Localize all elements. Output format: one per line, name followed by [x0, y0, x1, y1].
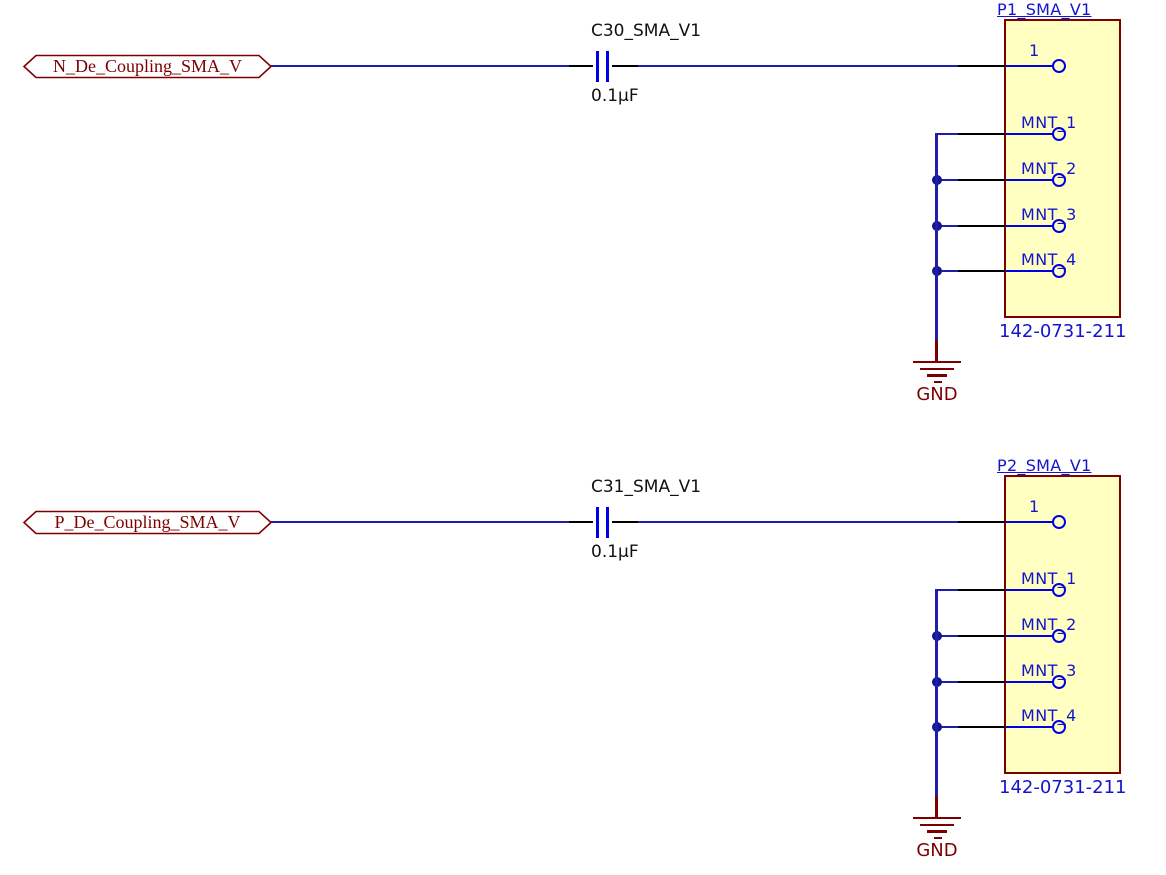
connector-designator: P1_SMA_V1	[997, 0, 1092, 19]
mnt-3-line	[1006, 680, 1055, 684]
mnt-3-line	[1006, 224, 1055, 228]
connector-designator: P2_SMA_V1	[997, 456, 1092, 475]
mnt-1-terminal-circle	[1052, 583, 1066, 597]
ground-bar-3	[927, 830, 947, 833]
mnt-2-label: MNT_2	[1021, 615, 1077, 634]
capacitor-value: 0.1µF	[591, 542, 639, 562]
ground-bar-3	[927, 374, 947, 377]
mnt-3-terminal-circle	[1052, 219, 1066, 233]
ground-bar-1	[913, 360, 961, 364]
mnt-4-line	[1006, 269, 1055, 273]
mnt-4-lead	[958, 725, 1005, 729]
mnt-3-wire-stub	[935, 224, 959, 228]
capacitor-designator: C31_SMA_V1	[591, 477, 702, 497]
capacitor-lead-left[interactable]	[569, 64, 593, 68]
mnt-2-line	[1006, 634, 1055, 638]
mnt-2-terminal-circle	[1052, 629, 1066, 643]
mnt-3-terminal-circle	[1052, 675, 1066, 689]
ground-label: GND	[916, 840, 958, 861]
pin-1-lead	[958, 64, 1005, 68]
connector-part-number: 142-0731-211	[999, 321, 1127, 342]
mnt-1-terminal-circle	[1052, 127, 1066, 141]
ground-bus-wire[interactable]	[935, 589, 938, 796]
schematic-section-p: P_De_Coupling_SMA_V C31_SMA_V1 0.1µF P2_…	[0, 456, 1166, 875]
net-port-symbol[interactable]: P_De_Coupling_SMA_V	[22, 510, 273, 535]
mnt-1-wire-stub	[935, 132, 959, 136]
mnt-2-wire-stub	[935, 178, 959, 182]
mnt-1-line	[1006, 588, 1055, 592]
mnt-2-label: MNT_2	[1021, 159, 1077, 178]
capacitor-value: 0.1µF	[591, 86, 639, 106]
pin-1-lead	[958, 520, 1005, 524]
ground-bus-wire[interactable]	[935, 133, 938, 340]
ground-bar-4	[933, 836, 942, 840]
ground-bar-1	[913, 816, 961, 820]
mnt-4-label: MNT_4	[1021, 250, 1077, 269]
ground-bar-2	[920, 367, 954, 371]
pin-1-label: 1	[1029, 41, 1040, 60]
mnt-1-lead	[958, 132, 1005, 136]
ground-symbol-stem	[935, 796, 938, 817]
mnt-2-lead	[958, 634, 1005, 638]
mnt-2-line	[1006, 178, 1055, 182]
mnt-4-line	[1006, 725, 1055, 729]
mnt-2-terminal-circle	[1052, 173, 1066, 187]
mnt-1-wire-stub	[935, 588, 959, 592]
mnt-4-wire-stub	[935, 269, 959, 273]
net-port-label: P_De_Coupling_SMA_V	[54, 512, 241, 532]
capacitor-lead-right[interactable]	[612, 520, 639, 524]
mnt-3-lead	[958, 680, 1005, 684]
mnt-3-label: MNT_3	[1021, 661, 1077, 680]
mnt-1-line	[1006, 132, 1055, 136]
pin-1-terminal-circle	[1052, 59, 1066, 73]
mnt-3-wire-stub	[935, 680, 959, 684]
pin-1-terminal-circle	[1052, 515, 1066, 529]
net-port-symbol[interactable]: N_De_Coupling_SMA_V	[22, 54, 273, 79]
mnt-4-lead	[958, 269, 1005, 273]
mnt-4-terminal-circle	[1052, 264, 1066, 278]
capacitor-lead-left[interactable]	[569, 520, 593, 524]
wire-capacitor-to-connector[interactable]	[638, 520, 958, 524]
connector-part-number: 142-0731-211	[999, 777, 1127, 798]
capacitor-plate-right	[606, 507, 609, 538]
ground-bar-4	[933, 380, 942, 384]
capacitor-plate-left	[596, 51, 599, 82]
net-port-label: N_De_Coupling_SMA_V	[52, 56, 242, 76]
pin-1-label: 1	[1029, 497, 1040, 516]
wire-capacitor-to-connector[interactable]	[638, 64, 958, 68]
schematic-section-n: N_De_Coupling_SMA_V C30_SMA_V1 0.1µF P1_…	[0, 0, 1166, 420]
mnt-2-wire-stub	[935, 634, 959, 638]
wire-port-to-capacitor[interactable]	[271, 64, 569, 68]
mnt-4-label: MNT_4	[1021, 706, 1077, 725]
ground-label: GND	[916, 384, 958, 405]
mnt-4-wire-stub	[935, 725, 959, 729]
ground-symbol-stem	[935, 340, 938, 361]
mnt-3-label: MNT_3	[1021, 205, 1077, 224]
wire-port-to-capacitor[interactable]	[271, 520, 569, 524]
pin-1-line	[1006, 520, 1055, 524]
capacitor-lead-right[interactable]	[612, 64, 639, 68]
mnt-3-lead	[958, 224, 1005, 228]
capacitor-designator: C30_SMA_V1	[591, 21, 702, 41]
mnt-4-terminal-circle	[1052, 720, 1066, 734]
mnt-2-lead	[958, 178, 1005, 182]
mnt-1-label: MNT_1	[1021, 113, 1077, 132]
capacitor-plate-right	[606, 51, 609, 82]
pin-1-line	[1006, 64, 1055, 68]
mnt-1-label: MNT_1	[1021, 569, 1077, 588]
ground-bar-2	[920, 823, 954, 827]
capacitor-plate-left	[596, 507, 599, 538]
mnt-1-lead	[958, 588, 1005, 592]
